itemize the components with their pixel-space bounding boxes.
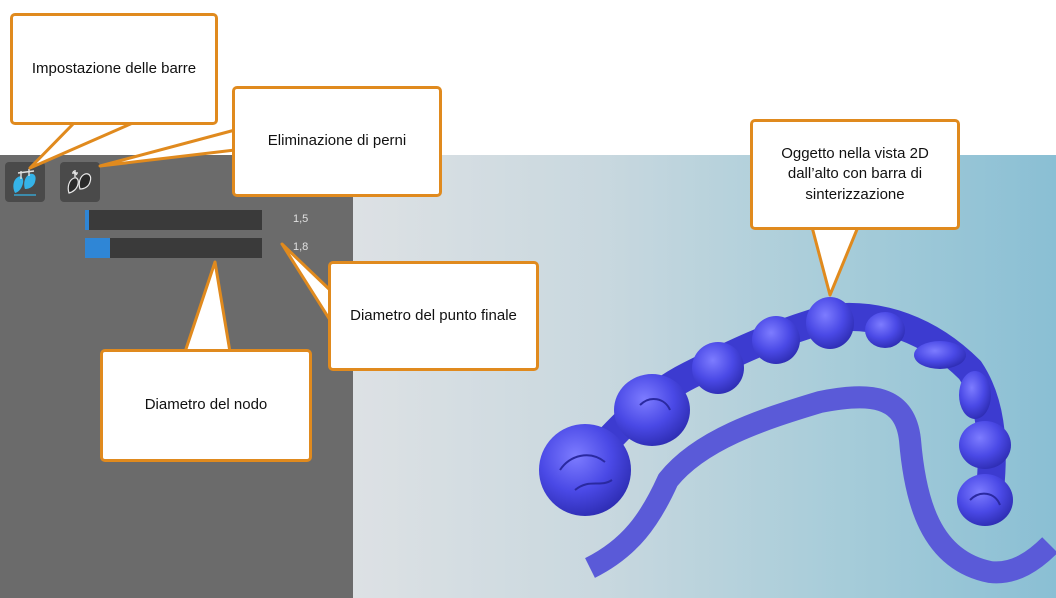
dental-bridge-model <box>539 297 1013 526</box>
node-diameter-callout: Diametro del nodo <box>100 349 312 462</box>
node-pointer <box>183 260 232 354</box>
pin-removal-callout: Eliminazione di perni <box>232 86 442 197</box>
node-diameter-value: 1,8 <box>293 241 309 253</box>
pin-removal-icon <box>67 170 92 194</box>
bar-setup-callout: Impostazione delle barre <box>10 13 218 125</box>
bar-setup-icon <box>13 169 36 196</box>
node-diameter-slider[interactable] <box>85 238 262 258</box>
pin-removal-pointer <box>98 128 237 168</box>
end-point-diameter-value: 1,5 <box>293 213 309 225</box>
end-point-diameter-callout: Diametro del punto finale <box>328 261 539 371</box>
bar-setup-button[interactable] <box>5 162 45 202</box>
pin-removal-button[interactable] <box>60 162 100 202</box>
end-point-diameter-slider[interactable] <box>85 210 262 230</box>
object-2d-view-callout: Oggetto nella vista 2D dall’alto con bar… <box>750 119 960 230</box>
sintering-bar <box>584 386 1056 584</box>
object-pointer <box>810 225 860 297</box>
end-point-diameter-slider-fill <box>85 210 89 230</box>
node-diameter-slider-fill <box>85 238 110 258</box>
end-point-pointer <box>280 242 332 322</box>
